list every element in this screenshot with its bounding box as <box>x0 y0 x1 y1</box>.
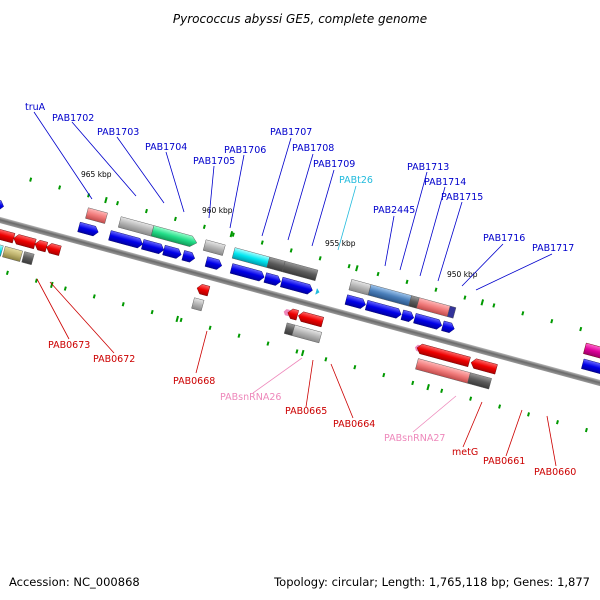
gene-red <box>46 243 62 256</box>
label-metG: metG <box>452 447 478 458</box>
gene-red <box>298 311 325 328</box>
label-PAB1704: PAB1704 <box>145 142 187 153</box>
gene-gray-rev <box>291 324 323 344</box>
gene-blue <box>108 230 143 249</box>
gene-blue <box>181 250 195 263</box>
gene-blue <box>441 320 455 333</box>
label-truA: truA <box>25 102 46 113</box>
tick-label: 960 kbp <box>202 206 233 215</box>
gene-dark-rev <box>21 251 35 266</box>
label-PABsnRNA27: PABsnRNA27 <box>384 433 445 444</box>
label-PABsnRNA26: PABsnRNA26 <box>220 392 281 403</box>
forward-outer-row <box>85 207 457 319</box>
gene-indigo <box>447 305 457 319</box>
gene-blue <box>400 309 415 322</box>
label-PAB1715: PAB1715 <box>441 192 483 203</box>
label-PAB1714: PAB1714 <box>424 177 466 188</box>
forward-labels: truA PAB1702 PAB1703 PAB1704 PAB1705 PAB… <box>25 102 574 254</box>
label-PAB1717: PAB1717 <box>532 243 574 254</box>
label-PAB0665: PAB0665 <box>285 406 327 417</box>
gene-red <box>196 284 211 297</box>
gene-gray-small <box>202 239 226 256</box>
reverse-leader-lines <box>36 278 557 467</box>
gene-dark-long <box>282 260 319 281</box>
tick-label: 965 kbp <box>81 170 112 179</box>
label-PAB0672: PAB0672 <box>93 354 135 365</box>
label-PAB1702: PAB1702 <box>52 113 94 124</box>
gene-olive <box>2 246 23 262</box>
label-PAB1716: PAB1716 <box>483 233 525 244</box>
reverse-labels: PAB0673 PAB0672 PAB0668 PABsnRNA26 PAB06… <box>48 340 576 478</box>
label-PAB0673: PAB0673 <box>48 340 90 351</box>
forward-inner-row <box>0 196 600 377</box>
tick-label: 955 kbp <box>325 239 356 248</box>
label-PAB1708: PAB1708 <box>292 143 334 154</box>
gene-blue <box>141 239 165 255</box>
gene-blue <box>344 294 366 309</box>
forward-leader-lines-2 <box>384 171 553 291</box>
reverse-outer-row <box>0 240 492 390</box>
gene-red <box>416 343 471 368</box>
gene-blue <box>413 313 443 330</box>
genome-title: Pyrococcus abyssi GE5, complete genome <box>173 12 427 26</box>
gene-red <box>34 240 49 253</box>
label-PAB2445: PAB2445 <box>373 205 415 216</box>
genome-backbone <box>0 201 600 407</box>
rna-leader-lines <box>252 357 457 433</box>
gene-magenta <box>583 342 600 364</box>
gene-red <box>470 358 498 375</box>
gene-green <box>150 225 198 247</box>
gene-red <box>13 234 37 250</box>
gene-trna-cyan <box>315 288 320 295</box>
genome-band <box>0 177 600 433</box>
gene-pink <box>416 297 451 317</box>
label-PAB1705: PAB1705 <box>193 156 235 167</box>
label-PABt26: PABt26 <box>339 175 373 186</box>
reverse-inner-row <box>0 228 600 375</box>
gene-dark <box>266 256 286 273</box>
genome-summary-text: Topology: circular; Length: 1,765,118 bp… <box>273 575 590 589</box>
gene-pink-small <box>85 207 108 224</box>
gene-blue <box>229 263 265 282</box>
gene-gray-rev <box>191 297 205 312</box>
gene-blue <box>0 196 4 211</box>
scale-track-inner <box>5 270 588 433</box>
gene-gray-2 <box>348 279 372 296</box>
gene-red <box>0 228 16 244</box>
gene-blue <box>77 221 99 237</box>
gene-gray <box>117 216 155 237</box>
label-PAB0664: PAB0664 <box>333 419 375 430</box>
gene-cyan <box>231 247 270 268</box>
label-PAB1713: PAB1713 <box>407 162 449 173</box>
label-PAB1709: PAB1709 <box>313 159 355 170</box>
tick-label: 950 kbp <box>447 270 478 279</box>
gene-blue <box>204 256 223 270</box>
accession-text: Accession: NC_000868 <box>9 575 140 589</box>
scale-track-outer <box>29 177 583 332</box>
label-PAB0661: PAB0661 <box>483 456 525 467</box>
trna-leader-line <box>337 185 357 251</box>
label-PAB0660: PAB0660 <box>534 467 576 478</box>
label-PAB1706: PAB1706 <box>224 145 266 156</box>
gene-dark-rev <box>467 372 492 390</box>
gene-blue <box>581 358 600 377</box>
label-PAB1707: PAB1707 <box>270 127 312 138</box>
gene-blue <box>364 300 402 319</box>
label-PAB1703: PAB1703 <box>97 127 139 138</box>
gene-blue <box>280 276 313 295</box>
gene-blue <box>162 244 182 259</box>
gene-blue <box>263 272 281 286</box>
gene-red <box>287 308 299 321</box>
label-PAB0668: PAB0668 <box>173 376 215 387</box>
gene-cyan-rev <box>0 240 4 257</box>
forward-leader-lines <box>33 111 335 247</box>
